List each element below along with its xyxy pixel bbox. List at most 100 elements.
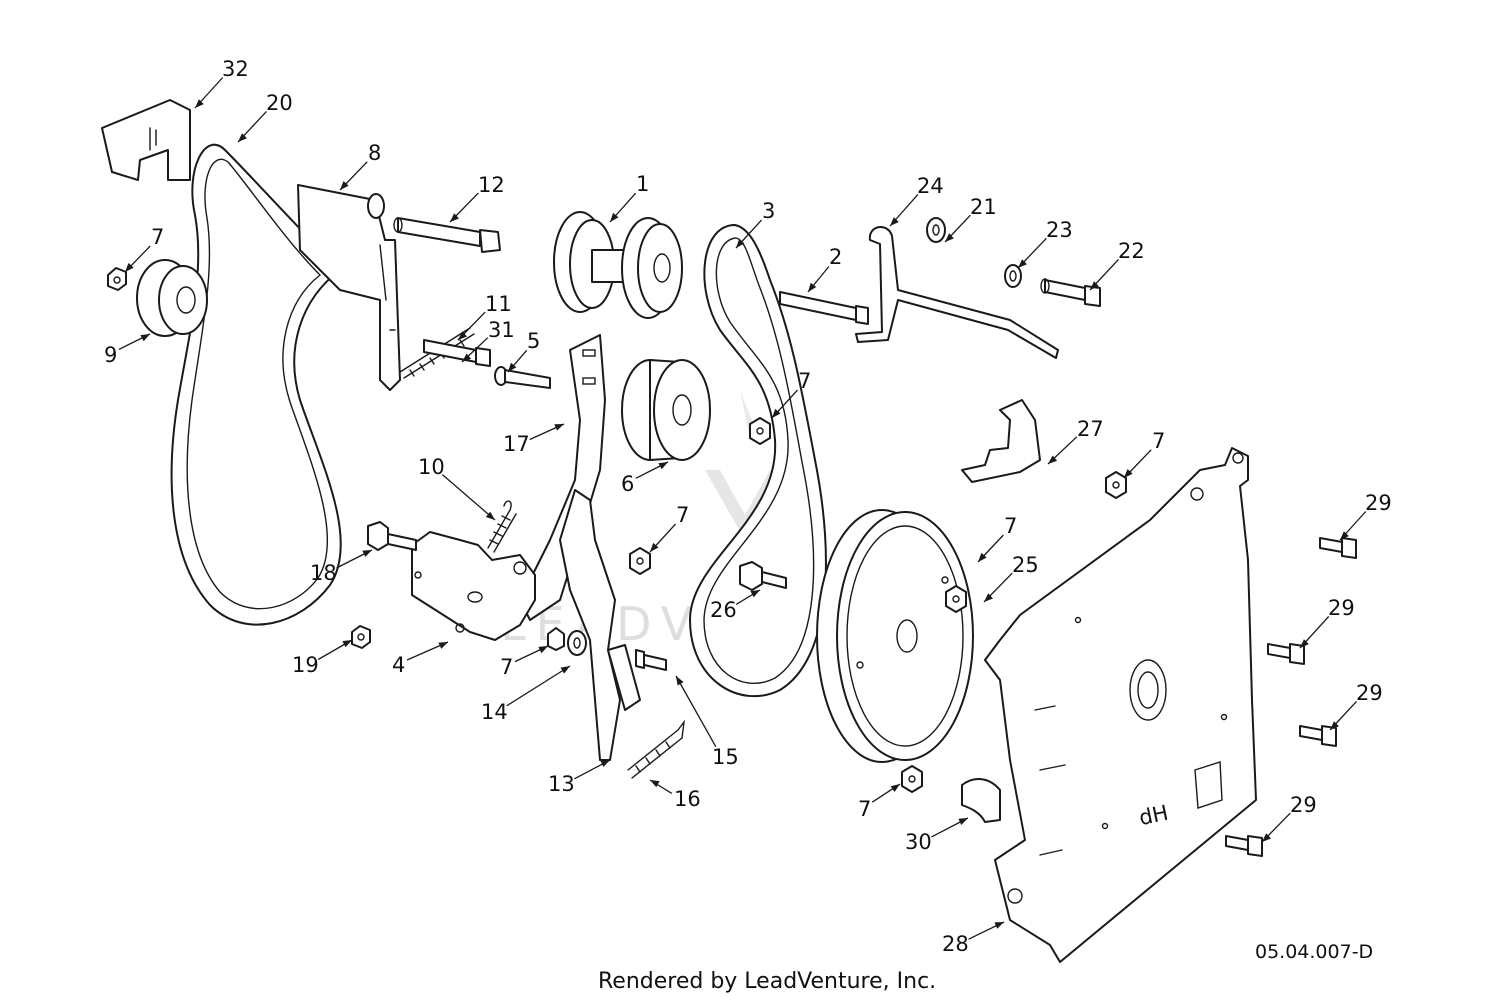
part-15-bolt: [635, 649, 667, 671]
leader-arrowhead: [342, 640, 352, 648]
callout-c14: 14: [481, 665, 571, 724]
leader-arrowhead: [676, 676, 684, 686]
part-7-nut-e: [945, 585, 967, 613]
part-10-spring: [487, 500, 517, 553]
leader-arrowhead: [984, 593, 993, 602]
leader-arrowhead: [560, 666, 570, 674]
callout-c2: 2: [807, 245, 842, 293]
callout-number: 27: [1077, 417, 1104, 441]
callout-number: 7: [858, 797, 871, 821]
callout-number: 2: [829, 245, 842, 269]
callout-c31: 31: [461, 318, 515, 363]
callout-number: 15: [712, 745, 739, 769]
callout-number: 14: [481, 700, 508, 724]
leader-arrowhead: [1300, 639, 1309, 648]
leader-arrowhead: [958, 818, 968, 825]
leader-arrowhead: [538, 646, 548, 654]
callout-number: 10: [418, 455, 445, 479]
callout-c18: 18: [310, 549, 373, 585]
part-3-belt: [689, 224, 827, 698]
callout-c32: 32: [194, 57, 249, 109]
leader-arrowhead: [1090, 281, 1099, 290]
callout-number: 22: [1118, 239, 1145, 263]
callout-c5: 5: [507, 329, 540, 373]
leader-arrowhead: [438, 642, 448, 649]
callout-number: 19: [292, 653, 319, 677]
part-22-bolt: [1040, 278, 1101, 307]
credit-line: Rendered by LeadVenture, Inc.: [598, 969, 936, 994]
callout-c15: 15: [675, 675, 739, 769]
callout-number: 7: [676, 503, 689, 527]
callout-number: 9: [104, 343, 117, 367]
leader-arrowhead: [945, 233, 954, 242]
part-31-bolt: [423, 339, 491, 367]
callout-c29d: 29: [1261, 793, 1317, 843]
leader-arrowhead: [1048, 455, 1058, 464]
callout-c27: 27: [1047, 417, 1104, 465]
callout-number: 32: [222, 57, 249, 81]
leader-arrowhead: [650, 780, 660, 788]
callout-number: 20: [266, 91, 293, 115]
part-12-bolt: [393, 217, 501, 253]
leader-arrowhead: [1330, 721, 1339, 730]
leader-arrowhead: [994, 922, 1004, 929]
callout-c3: 3: [735, 199, 775, 249]
leader-arrowhead: [1340, 531, 1349, 540]
part-30-belt-guide: [961, 778, 1001, 823]
part-6-idler-pulley: [621, 359, 711, 461]
leader-line: [441, 474, 496, 521]
callout-c17: 17: [503, 423, 565, 456]
callout-c7a: 7: [124, 225, 164, 273]
part-16-spring: [627, 719, 686, 779]
callout-number: 12: [478, 173, 505, 197]
callout-number: 29: [1365, 491, 1392, 515]
callout-number: 21: [970, 195, 997, 219]
callout-number: 7: [798, 369, 811, 393]
part-7-nut-f: [547, 627, 565, 651]
part-2-bolt: [779, 291, 869, 325]
callout-number: 29: [1328, 596, 1355, 620]
callout-number: 5: [527, 329, 540, 353]
callout-c7b: 7: [771, 369, 811, 419]
leader-arrowhead: [610, 212, 619, 222]
part-23-lock-washer: [1004, 264, 1022, 288]
callout-c1: 1: [609, 172, 649, 223]
leader-arrowhead: [238, 133, 247, 142]
callout-c16: 16: [649, 779, 701, 811]
callout-number: 1: [636, 172, 649, 196]
callout-c8: 8: [339, 141, 381, 191]
callout-number: 7: [151, 225, 164, 249]
leader-arrowhead: [485, 511, 495, 520]
part-18-bolt: [367, 521, 417, 551]
callout-c25: 25: [983, 553, 1039, 603]
part-29-bolt-b: [1267, 643, 1305, 665]
callout-c7e: 7: [977, 514, 1017, 563]
callout-c19: 19: [292, 639, 353, 677]
callout-c7f: 7: [500, 645, 549, 679]
callout-c21: 21: [944, 195, 997, 243]
callout-c12: 12: [449, 173, 505, 223]
callout-number: 25: [1012, 553, 1039, 577]
callout-c28: 28: [942, 921, 1005, 956]
leader-arrowhead: [750, 590, 760, 598]
leader-arrowhead: [450, 213, 459, 222]
watermark-logo-icon: [705, 470, 785, 540]
callout-c10: 10: [418, 455, 496, 521]
callout-number: 4: [392, 653, 405, 677]
leader-arrowhead: [772, 408, 781, 418]
panel-marking: dH: [1137, 801, 1170, 831]
callout-c23: 23: [1017, 218, 1073, 269]
part-20-belt: [170, 143, 342, 626]
callout-number: 28: [942, 932, 969, 956]
callout-number: 23: [1046, 218, 1073, 242]
part-7-nut-g: [901, 765, 923, 793]
part-7-nut-c: [1105, 471, 1127, 499]
leader-arrowhead: [140, 334, 150, 342]
part-14-washer: [567, 630, 587, 656]
callout-c22: 22: [1089, 239, 1145, 291]
leader-line: [675, 675, 717, 748]
leader-arrowhead: [195, 99, 204, 108]
leader-arrowhead: [1124, 469, 1133, 478]
